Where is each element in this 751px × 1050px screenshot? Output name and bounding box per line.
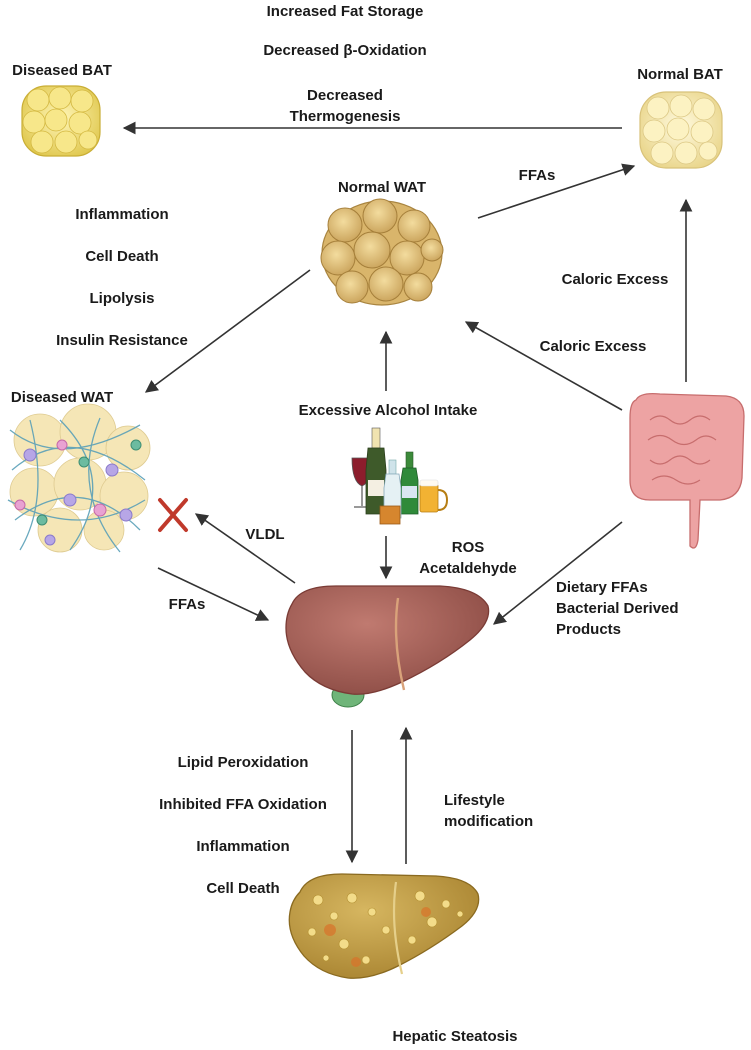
bat-effect-beta-oxidation: Decreased β-Oxidation [263, 42, 426, 59]
wat-effect-cell-death: Cell Death [85, 248, 158, 265]
edge-label-acetaldehyde: Acetaldehyde [419, 560, 517, 577]
bat-effect-decreased: Decreased [307, 87, 383, 104]
arrow-normal-wat-to-diseased-wat [144, 269, 311, 393]
arrow-gut-to-normal-wat [464, 321, 623, 411]
normal-bat-label: Normal BAT [637, 66, 723, 83]
diseased-wat-label: Diseased WAT [11, 389, 113, 406]
liver-effect-inflammation: Inflammation [196, 838, 289, 855]
arrow-gut-to-liver [492, 521, 623, 625]
liver-effect-lipid-peroxidation: Lipid Peroxidation [178, 754, 309, 771]
normal-bat-illustration [639, 91, 723, 169]
alcohol-label: Excessive Alcohol Intake [299, 402, 478, 419]
liver-effect-cell-death: Cell Death [206, 880, 279, 897]
edge-label-ffas-top: FFAs [519, 167, 556, 184]
diseased-wat-illustration [7, 403, 151, 553]
liver-effect-inhibited-ffa-oxidation: Inhibited FFA Oxidation [159, 796, 327, 813]
edge-label-lifestyle: Lifestyle [444, 792, 505, 809]
bat-effect-fat-storage: Increased Fat Storage [267, 3, 424, 20]
alcohol-bottles-illustration [351, 427, 449, 525]
steatosis-liver-illustration [288, 873, 480, 979]
diseased-bat-illustration [21, 85, 101, 157]
arrow-liver-to-diseased-wat [194, 513, 296, 584]
arrow-wat-to-normal-bat [477, 163, 636, 219]
hepatic-steatosis-label: Hepatic Steatosis [392, 1028, 517, 1045]
edge-label-dietary-ffas: Dietary FFAs [556, 579, 648, 596]
edge-label-modification: modification [444, 813, 533, 830]
normal-wat-label: Normal WAT [338, 179, 426, 196]
edge-label-ffas-left: FFAs [169, 596, 206, 613]
blocked-x-icon [158, 498, 188, 532]
edge-label-caloric-excess-right: Caloric Excess [562, 271, 669, 288]
edge-label-products: Products [556, 621, 621, 638]
wat-effect-insulin-resistance: Insulin Resistance [56, 332, 188, 349]
diseased-bat-label: Diseased BAT [12, 62, 112, 79]
liver-illustration [285, 585, 490, 708]
arrow-wat-to-liver [157, 567, 270, 621]
edge-label-caloric-excess-mid: Caloric Excess [540, 338, 647, 355]
edge-label-vldl: VLDL [245, 526, 284, 543]
intestine-illustration [629, 392, 745, 549]
normal-wat-illustration [320, 198, 444, 306]
edge-label-ros: ROS [452, 539, 485, 556]
bat-effect-thermogenesis: Thermogenesis [290, 108, 401, 125]
wat-effect-lipolysis: Lipolysis [89, 290, 154, 307]
wat-effect-inflammation: Inflammation [75, 206, 168, 223]
edge-label-bacterial-derived: Bacterial Derived [556, 600, 679, 617]
